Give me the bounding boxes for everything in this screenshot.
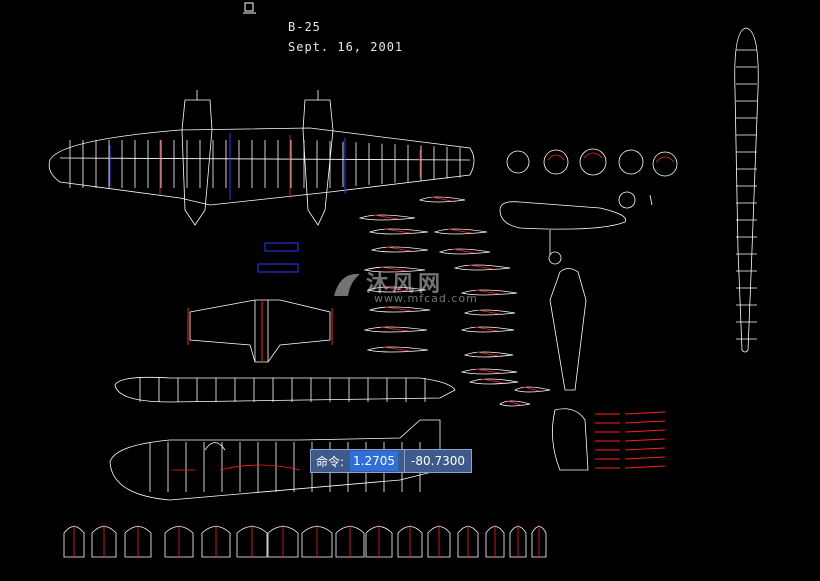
small-rib xyxy=(624,456,666,460)
horizontal-stabilizer xyxy=(189,299,331,363)
airfoil-rib xyxy=(366,346,429,353)
airfoil-spar-mark xyxy=(475,368,501,374)
airfoil-spar-mark xyxy=(384,306,413,312)
airfoil-spar-mark xyxy=(382,346,411,352)
bulkhead-former xyxy=(63,526,85,558)
vertical-fin xyxy=(552,408,589,471)
wing-planform xyxy=(48,90,475,226)
airfoil-spar-mark xyxy=(384,228,411,234)
airfoil-rib xyxy=(499,400,531,407)
fuselage-side-main xyxy=(109,419,441,501)
airfoil-spar-mark xyxy=(385,246,412,252)
small-rib xyxy=(624,438,666,442)
airfoil-rib xyxy=(514,386,551,393)
small-rib xyxy=(624,447,666,451)
drawing-date: Sept. 16, 2001 xyxy=(288,40,404,54)
small-rib xyxy=(624,411,666,415)
wing-red-marks xyxy=(159,135,421,198)
airfoil-rib xyxy=(418,196,466,203)
airfoil-rib xyxy=(453,264,511,271)
bulkhead-red-arcs xyxy=(547,152,675,163)
command-y-field[interactable]: -80.7300 xyxy=(404,450,471,472)
bulkhead-former xyxy=(485,526,505,558)
airfoil-spar-mark xyxy=(477,309,501,315)
airfoil-spar-mark xyxy=(379,266,408,272)
fuselage-side-upper xyxy=(114,376,456,403)
airfoil-rib xyxy=(368,306,431,313)
bulkhead-former xyxy=(164,526,194,558)
bulkhead-former xyxy=(335,526,365,558)
airfoil-spar-mark xyxy=(431,196,452,202)
airfoil-spar-mark xyxy=(523,386,540,392)
command-label: 命令: xyxy=(316,454,345,469)
nacelle-side-view xyxy=(499,201,627,265)
airfoil-spar-mark xyxy=(373,214,399,220)
bulkhead-former xyxy=(531,526,547,558)
airfoil-spar-mark xyxy=(380,326,409,332)
airfoil-rib xyxy=(460,326,515,333)
airfoil-rib xyxy=(358,214,416,221)
small-rib xyxy=(624,429,666,433)
bulkhead-former xyxy=(201,526,231,558)
bulkhead-former xyxy=(236,526,268,558)
command-input-tooltip[interactable]: 命令: 1.2705 -80.7300 xyxy=(310,449,472,473)
airfoil-spar-mark xyxy=(507,400,522,406)
bulkhead-former xyxy=(427,526,451,558)
part-tags xyxy=(257,242,299,273)
airfoil-spar-mark xyxy=(447,228,472,234)
airfoil-spar-mark xyxy=(382,286,409,292)
airfoil-spar-mark xyxy=(481,378,504,384)
bulkhead-former xyxy=(457,526,479,558)
small-red-ribs xyxy=(595,411,666,469)
airfoil-rib xyxy=(370,246,429,253)
airfoil-spar-mark xyxy=(474,326,499,332)
airfoil-rib xyxy=(363,326,428,333)
airfoil-spar-mark xyxy=(468,264,494,270)
airfoil-rib xyxy=(433,228,488,235)
stabilizer-red-marks xyxy=(187,300,333,362)
airfoil-spar-mark xyxy=(476,351,499,357)
airfoil-rib xyxy=(460,289,518,296)
engine-cowl-side xyxy=(549,268,587,391)
airfoil-rib xyxy=(366,286,427,293)
airfoil-rib xyxy=(460,368,518,375)
watermark-logo-icon xyxy=(334,273,360,296)
command-x-field[interactable]: 1.2705 xyxy=(350,451,399,471)
airfoil-ribs xyxy=(358,196,551,407)
drawing-top-icon xyxy=(243,2,256,14)
bulkhead-former xyxy=(124,526,152,558)
small-rib xyxy=(624,465,666,469)
bulkhead-former xyxy=(267,526,299,558)
airfoil-spar-mark xyxy=(475,289,501,295)
bulkhead-rings xyxy=(506,148,678,209)
wing-blue-marks xyxy=(109,133,346,200)
fuselage-red-marks xyxy=(172,464,301,471)
bulkhead-former xyxy=(301,526,333,558)
bulkhead-former xyxy=(365,526,393,558)
watermark-en-text: www.mfcad.com xyxy=(374,292,478,305)
airfoil-rib xyxy=(468,378,519,385)
airfoil-rib xyxy=(463,309,516,316)
drawing-title: B-25 xyxy=(288,20,321,34)
airfoil-rib xyxy=(363,266,426,273)
airfoil-rib xyxy=(463,351,514,358)
bulkhead-former xyxy=(397,526,423,558)
watermark-cn-text: 沐风网 xyxy=(366,272,445,297)
airfoil-rib xyxy=(438,248,491,255)
small-rib xyxy=(624,420,666,424)
bottom-bulkheads xyxy=(63,525,547,558)
bulkhead-former xyxy=(91,526,117,558)
fuselage-top-view xyxy=(734,27,759,353)
bulkhead-former xyxy=(509,526,527,558)
airfoil-rib xyxy=(368,228,429,235)
airfoil-spar-mark xyxy=(452,248,476,254)
